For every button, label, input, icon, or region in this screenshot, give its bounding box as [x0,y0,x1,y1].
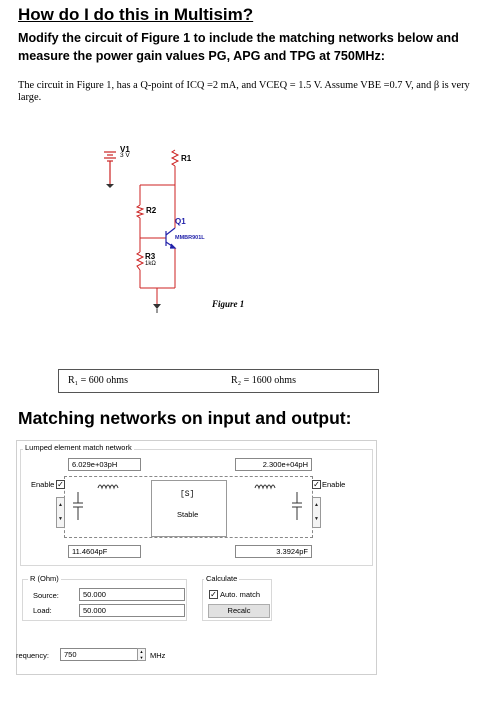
r3-value: 1kΩ [145,261,156,267]
status-code: [S] [180,490,195,499]
q1-label: Q1 [175,217,186,226]
resistor-values-box [58,369,379,393]
enable-left-checkbox[interactable]: ✓ [56,480,65,489]
load-input[interactable]: 50.000 [79,604,185,617]
spinner-up-icon[interactable]: ▲ [314,502,319,508]
load-label: Load: [33,606,52,615]
question-title: How do I do this in Multisim? [18,5,254,24]
v1-label: V1 [120,145,130,154]
spinner-down-icon[interactable]: ▼ [314,516,319,522]
frequency-label: requency: [16,651,49,660]
output-spinner[interactable]: ▲ ▼ [312,497,321,528]
r3-label: R3 [145,252,156,261]
input-spinner[interactable]: ▲ ▼ [56,497,65,528]
spinner-down-icon[interactable]: ▼ [139,654,144,660]
frequency-spinner[interactable]: ▲ ▼ [137,648,146,661]
r1-value-text: R₁ = 600 ohms [68,375,128,386]
source-input[interactable]: 50.000 [79,588,185,601]
frequency-input[interactable]: 750 [60,648,146,661]
spinner-up-icon[interactable]: ▲ [139,649,144,654]
enable-right-checkbox[interactable]: ✓ [312,480,321,489]
output-capacitor-field[interactable]: 3.3924pF [235,545,312,558]
ground-icon [153,304,161,309]
auto-match-label: Auto. match [220,590,261,599]
battery-v1 [104,151,116,184]
input-capacitor-field[interactable]: 11.4604pF [68,545,141,558]
r-ohm-group [22,579,187,621]
transistor-q1 [165,227,177,249]
output-inductor-icon [254,484,276,490]
r1-label: R1 [181,154,192,163]
calculate-label: Calculate [204,574,240,583]
enable-left-label: Enable [31,480,55,489]
question-subtitle: Modify the circuit of Figure 1 to includ… [18,31,459,63]
r2-value-text: R₂ = 1600 ohms [231,375,296,386]
section-title: Matching networks on input and output: [18,408,352,428]
device-box [151,480,227,537]
group-box [20,449,373,566]
output-capacitor-icon [292,492,302,520]
output-inductor-field[interactable]: 2.300e+04pH [235,458,312,471]
group-label: Lumped element match network [23,443,134,452]
q1-part: MMBR901L [175,235,205,241]
input-inductor-icon [97,484,119,490]
spinner-up-icon[interactable]: ▲ [58,502,63,508]
ground-icon [106,184,114,188]
circuit-schematic [104,149,180,313]
status-text: Stable [177,510,199,519]
resistor-r1 [170,149,180,167]
spinner-down-icon[interactable]: ▼ [58,516,63,522]
circuit-wires [139,166,176,304]
resistor-r2 [135,204,145,219]
input-capacitor-icon [73,492,83,520]
recalc-button[interactable]: Recalc [208,604,270,618]
r2-label: R2 [146,206,157,215]
enable-right-label: Enable [322,480,346,489]
frequency-unit: MHz [150,651,166,660]
input-inductor-field[interactable]: 6.029e+03pH [68,458,141,471]
question-paragraph: The circuit in Figure 1, has a Q-point o… [18,80,470,103]
r-ohm-label: R (Ohm) [28,574,61,583]
source-label: Source: [33,591,59,600]
v1-value: 3 V [120,152,130,159]
resistor-r3 [135,251,145,271]
auto-match-checkbox[interactable]: ✓ [209,590,218,599]
figure-caption: Figure 1 [212,299,245,309]
